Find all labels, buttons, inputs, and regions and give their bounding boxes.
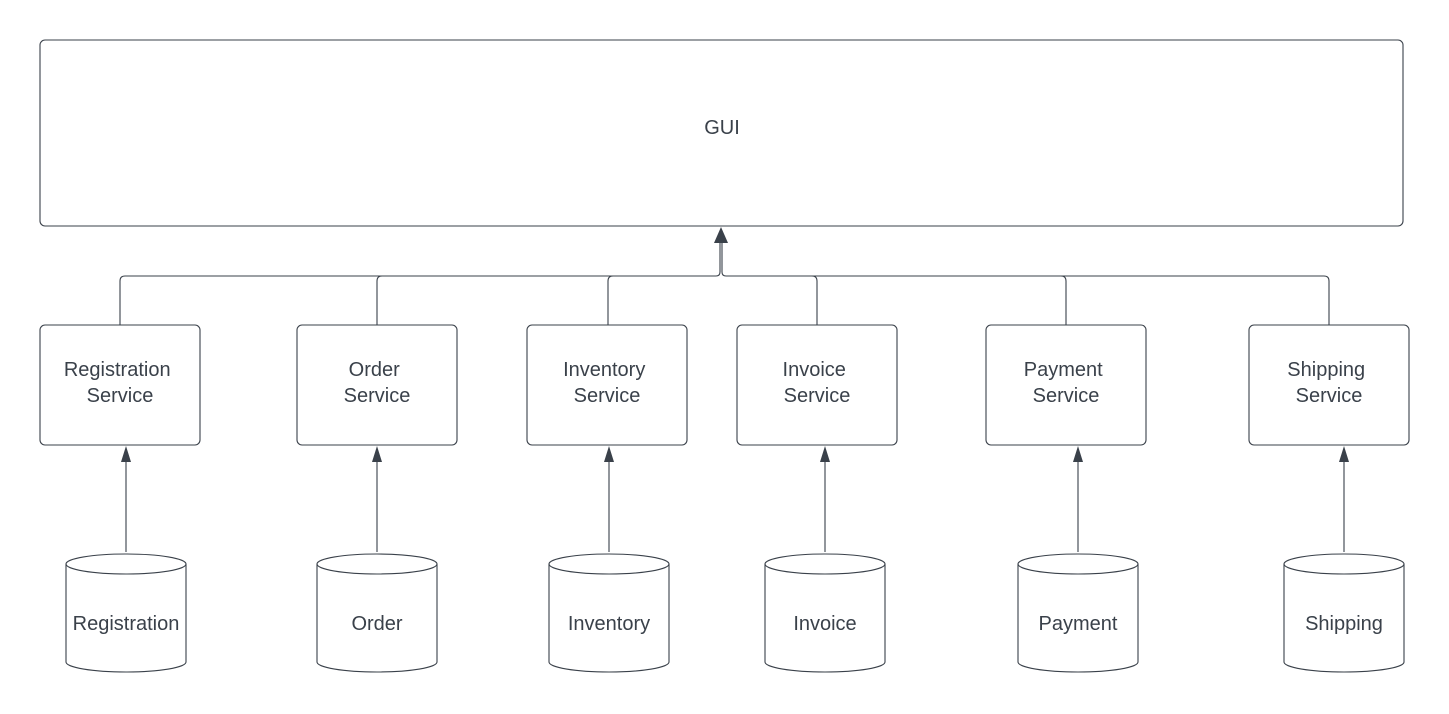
service-label-line1: Invoice [783, 359, 846, 381]
service-node[interactable]: Order Service [296, 324, 458, 446]
service-label-line2: Service [344, 385, 411, 407]
service-label-line2: Service [87, 385, 154, 407]
database-node[interactable]: Invoice [764, 553, 886, 673]
service-node[interactable]: Shipping Service [1248, 324, 1410, 446]
service-node[interactable]: Payment Service [985, 324, 1147, 446]
gui-node[interactable]: GUI [39, 39, 1404, 227]
database-label: Invoice [793, 613, 856, 635]
service-label-line1: Order [349, 359, 400, 381]
svg-text:Order Service: Order Service [344, 359, 411, 407]
svg-text:Shipping Service: Shipping Service [1287, 359, 1370, 407]
database-label: Payment [1039, 613, 1118, 635]
service-node[interactable]: Inventory Service [526, 324, 688, 446]
svg-text:Payment Service: Payment Service [1024, 359, 1109, 407]
gui-arrowhead [714, 227, 728, 243]
db-to-service-arrow [121, 446, 131, 552]
svg-text:Invoice Service: Invoice Service [783, 359, 852, 407]
service-label-line1: Payment [1024, 359, 1103, 381]
service-label-line2: Service [574, 385, 641, 407]
service-label-line2: Service [1033, 385, 1100, 407]
service-label-line1: Inventory [563, 359, 645, 381]
database-node[interactable]: Payment [1017, 553, 1139, 673]
service-label-line2: Service [1296, 385, 1363, 407]
db-to-service-arrow [820, 446, 830, 552]
database-node[interactable]: Order [316, 553, 438, 673]
database-node[interactable]: Registration [65, 553, 187, 673]
database-label: Order [351, 613, 402, 635]
service-label-line1: Registration [64, 359, 171, 381]
service-label-line2: Service [784, 385, 851, 407]
db-to-service-arrow [372, 446, 382, 552]
db-to-service-arrow [1339, 446, 1349, 552]
gui-label: GUI [704, 117, 740, 139]
svg-text:Inventory Service: Inventory Service [563, 359, 651, 407]
service-node[interactable]: Registration Service [39, 324, 201, 446]
database-label: Registration [73, 613, 180, 635]
database-node[interactable]: Inventory [548, 553, 670, 673]
database-node[interactable]: Shipping [1283, 553, 1405, 673]
services-to-gui-connector [119, 227, 1330, 325]
service-label-line1: Shipping [1287, 359, 1365, 381]
service-node[interactable]: Invoice Service [736, 324, 898, 446]
database-label: Shipping [1305, 613, 1383, 635]
database-label: Inventory [568, 613, 650, 635]
db-to-service-arrow [604, 446, 614, 552]
svg-text:Registration Service: Registration Service [64, 359, 176, 407]
db-to-service-arrow [1073, 446, 1083, 552]
